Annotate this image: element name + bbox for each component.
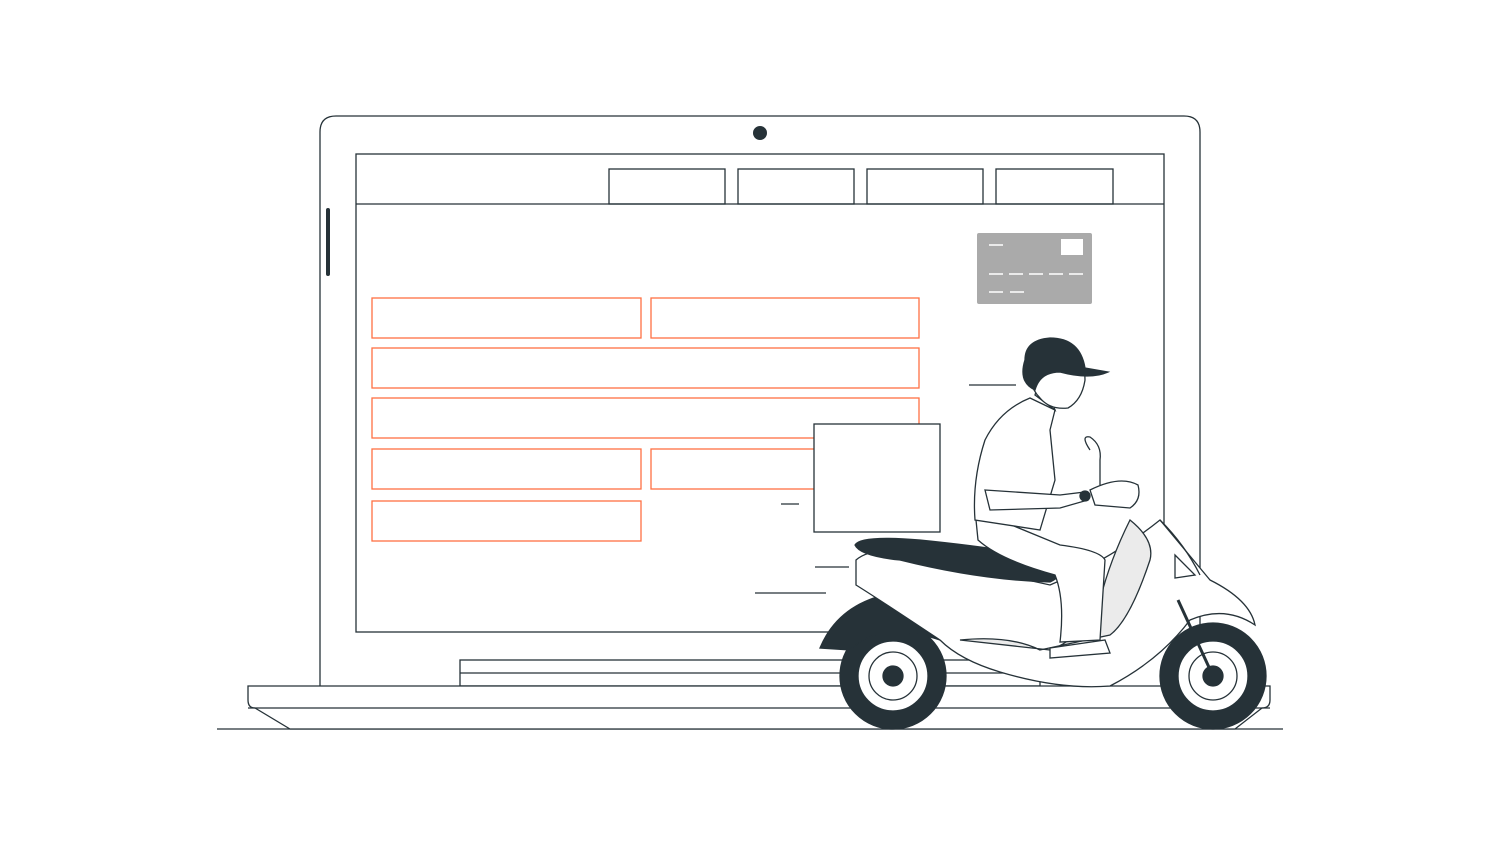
nav-tab-2[interactable]	[737, 168, 855, 205]
credit-card-icon	[977, 233, 1092, 304]
nav-tab-4[interactable]	[995, 168, 1114, 205]
form-field-phone[interactable]	[371, 500, 642, 542]
front-wheel	[1159, 622, 1267, 730]
delivery-box	[813, 423, 941, 533]
delivery-scooter-illustration	[813, 337, 1267, 730]
form-field-address-2[interactable]	[371, 397, 920, 439]
rear-wheel	[839, 622, 947, 730]
form-field-first-name[interactable]	[371, 297, 642, 339]
nav-tab-1[interactable]	[608, 168, 726, 205]
form-field-city[interactable]	[371, 448, 642, 490]
form-field-address[interactable]	[371, 347, 920, 389]
side-button	[326, 208, 330, 276]
rider	[973, 337, 1111, 659]
webcam-icon	[753, 126, 767, 140]
nav-tab-3[interactable]	[866, 168, 984, 205]
speed-lines	[755, 384, 1016, 594]
form-field-last-name[interactable]	[650, 297, 920, 339]
